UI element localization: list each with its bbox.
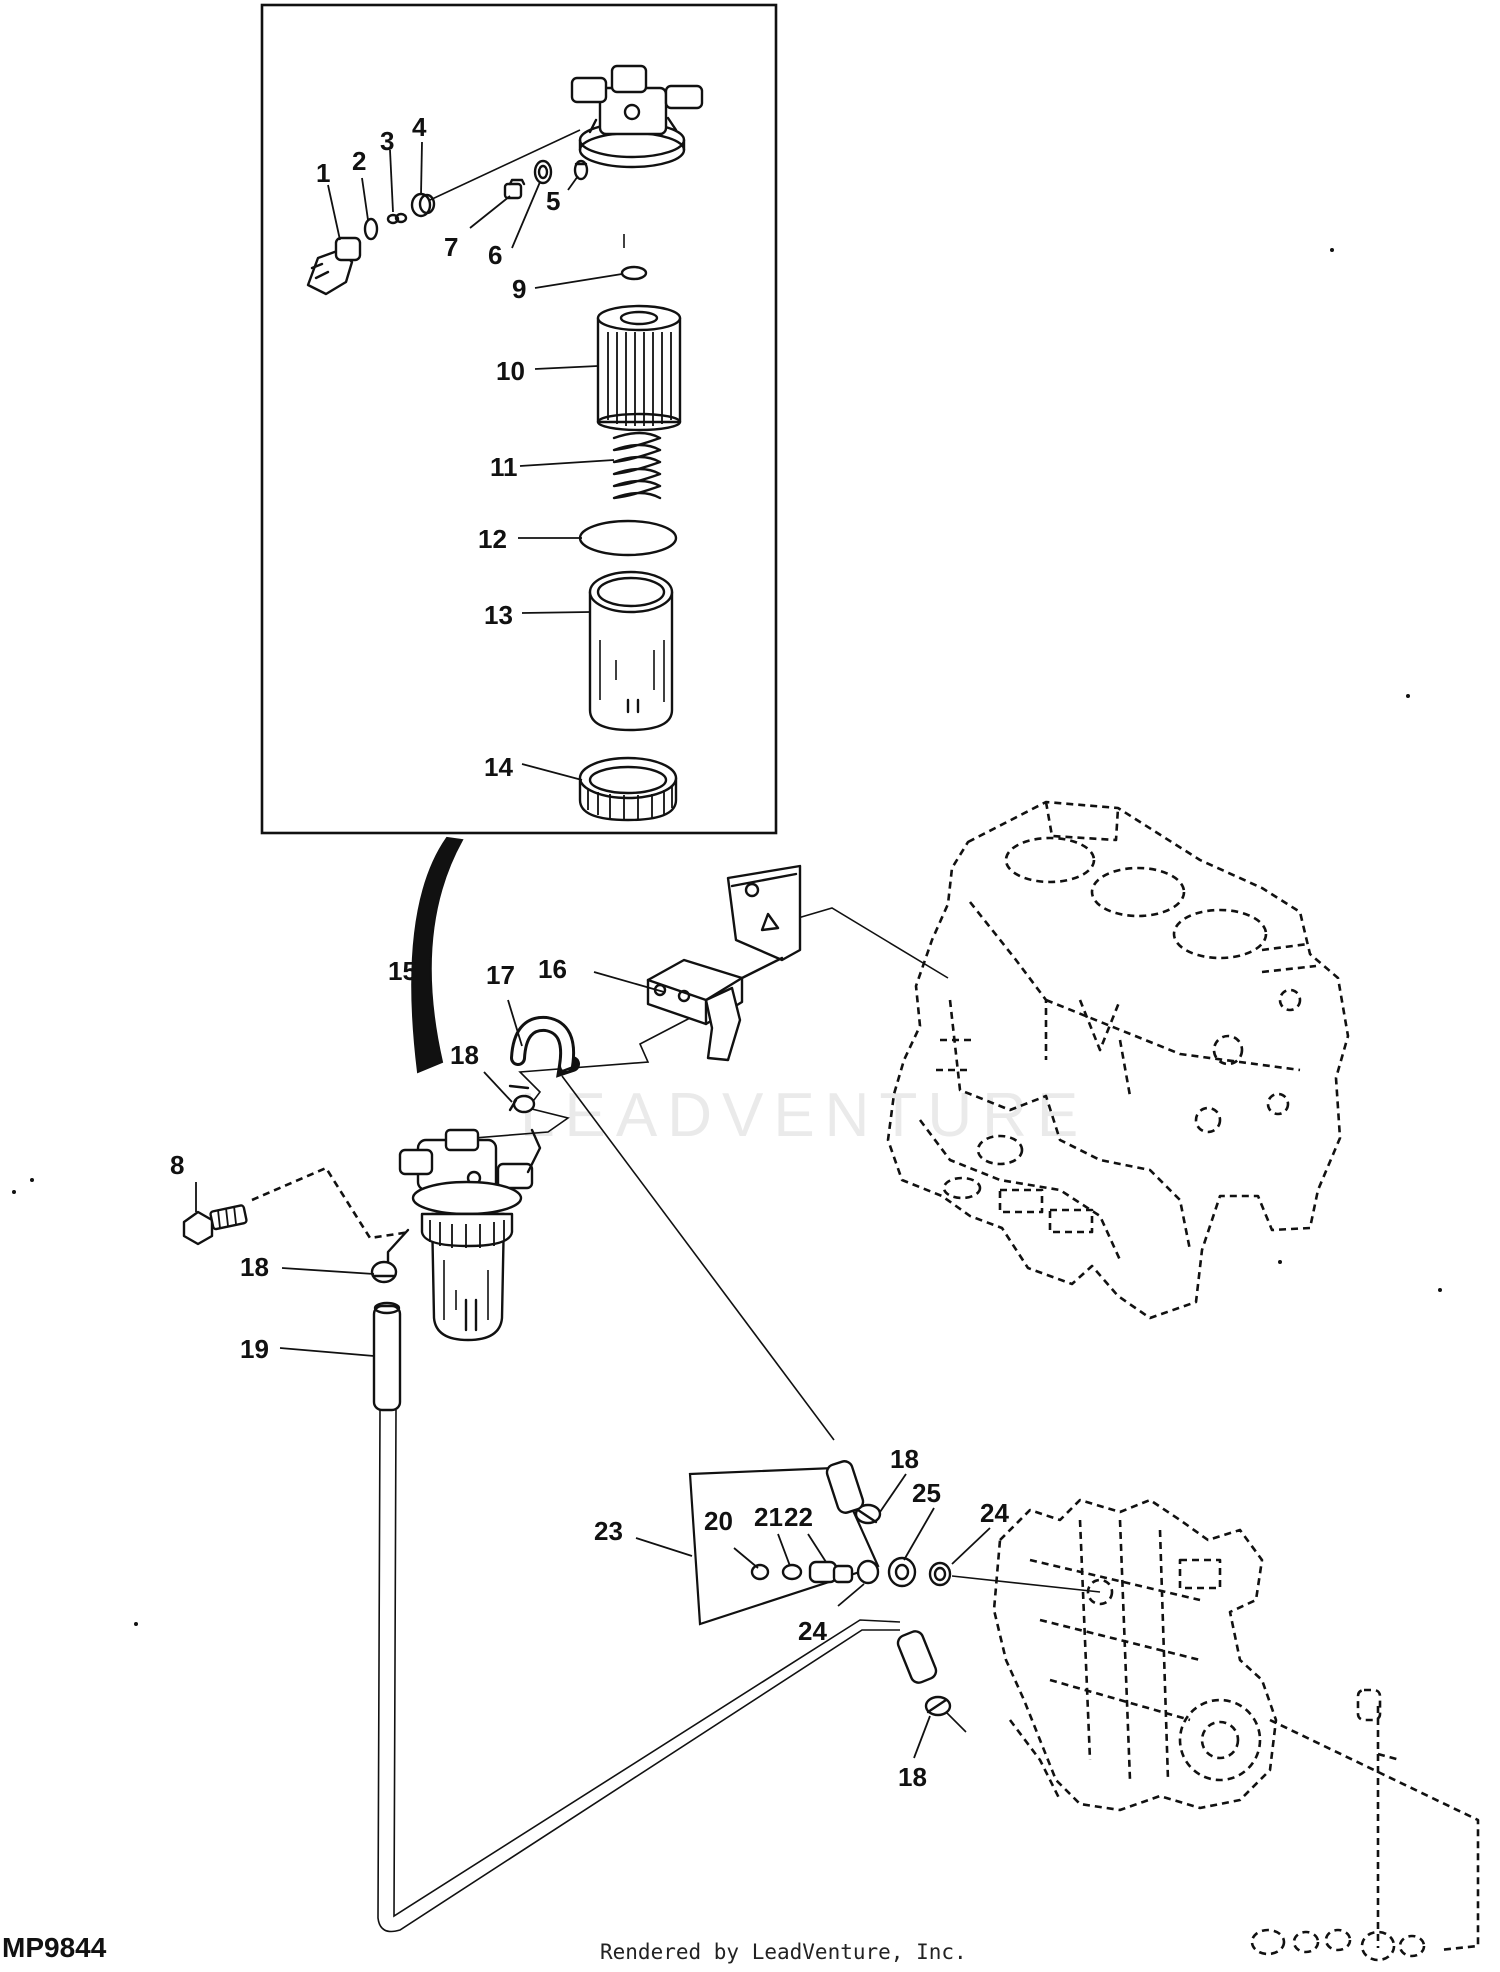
callout-23: 23: [594, 1516, 623, 1546]
part-9-o-ring: [620, 234, 648, 281]
callout-8: 8: [170, 1150, 184, 1180]
pump-inlet-hose: [825, 1460, 938, 1684]
watermark-lettering: LEADVENTURE: [520, 1081, 1089, 1150]
callout-25: 25: [912, 1478, 941, 1508]
callout-5: 5: [546, 186, 560, 216]
callout-11: 11: [490, 452, 518, 482]
part-19-hose: [372, 1301, 402, 1412]
part-7-bolt: [503, 178, 526, 200]
pump-fitting-parts: [750, 1556, 1101, 1593]
callout-14: 14: [484, 752, 513, 782]
inset-frame: [260, 3, 778, 835]
callout-15: 15: [388, 956, 417, 986]
fuel-filter-assembly: [386, 1128, 542, 1342]
part-18-clamp-a: [508, 1094, 536, 1114]
engine-block: [886, 800, 1350, 1320]
callout-3: 3: [380, 126, 394, 156]
callout-16: 16: [538, 954, 567, 984]
part-3-spring: [386, 212, 408, 225]
callout-18-upper: 18: [450, 1040, 479, 1070]
callout-18-pump: 18: [890, 1444, 919, 1474]
render-credit: Rendered by LeadVenture, Inc.: [600, 1940, 967, 1964]
part-18-clamp-d: [924, 1695, 952, 1717]
part-12-o-ring: [578, 519, 678, 557]
part-1-fitting: [306, 236, 362, 296]
callout-10: 10: [496, 356, 525, 386]
callout-6: 6: [488, 240, 502, 270]
part-18-clamp-b: [370, 1260, 398, 1284]
part-16-mounting-bracket: [646, 864, 802, 1062]
callout-4: 4: [412, 112, 427, 142]
callout-12: 12: [478, 524, 507, 554]
part-2-washer: [363, 217, 379, 241]
part-11-spring: [612, 431, 662, 500]
figure-id: MP9844: [2, 1932, 107, 1963]
injection-pump: [992, 1498, 1278, 1812]
callout-24-lower: 24: [798, 1616, 827, 1646]
callout-17: 17: [486, 960, 515, 990]
lower-right-fittings: [1250, 1928, 1426, 1962]
callout-24-right: 24: [980, 1498, 1009, 1528]
callout-19: 19: [240, 1334, 269, 1364]
part-6-washer: [533, 159, 553, 185]
callout-22: 22: [784, 1502, 813, 1532]
part-18-clamp-c: [854, 1503, 882, 1525]
part-4-fitting: [410, 192, 436, 218]
callout-7: 7: [444, 232, 458, 262]
part-14-retaining-ring: [578, 756, 678, 822]
part-15-assembly-arrow: [411, 836, 464, 1074]
part-5-bleed-screw: [573, 159, 589, 181]
part-8-bolt: [182, 1204, 248, 1246]
callout-1: 1: [316, 158, 330, 188]
part-23-kit-outline: [688, 1466, 880, 1626]
filter-head: [570, 64, 704, 169]
callout-13: 13: [484, 600, 513, 630]
part-17-elbow-hose: [508, 1015, 580, 1090]
callout-9: 9: [512, 274, 526, 304]
callout-18-left: 18: [240, 1252, 269, 1282]
callout-18-bottom: 18: [898, 1762, 927, 1792]
callout-20: 20: [704, 1506, 733, 1536]
part-13-filter-bowl: [588, 570, 674, 732]
part-10-filter-element: [596, 304, 682, 432]
callout-21: 21: [754, 1502, 783, 1532]
callout-2: 2: [352, 146, 366, 176]
